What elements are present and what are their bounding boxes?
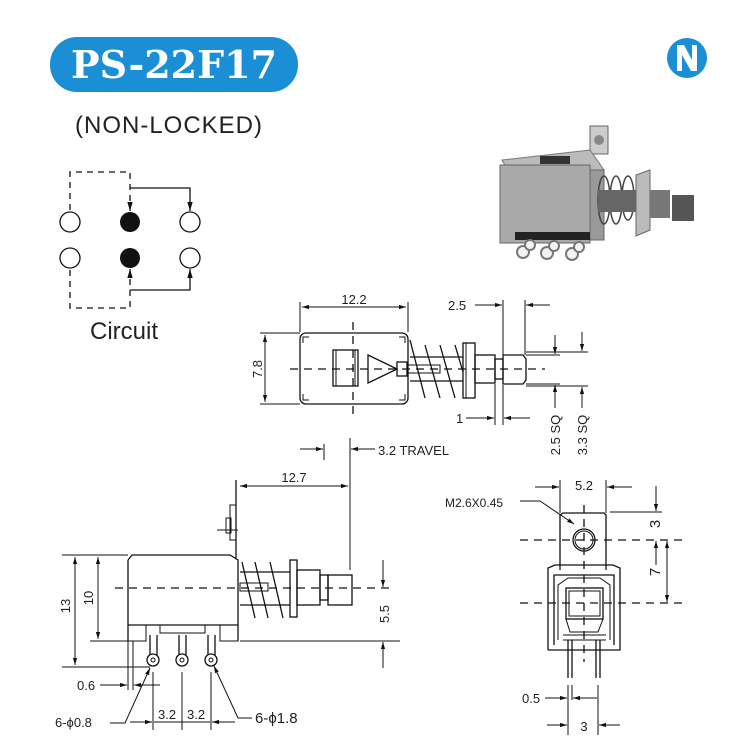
top-view-drawing: 12.2 7.8 2.5 1 2.5 SQ 3.3 SQ 3.2 TRAVEL — [250, 292, 590, 570]
brand-logo-icon — [667, 38, 707, 78]
side-view-drawing: 12.7 13 10 5.5 0.6 3.2 3.2 6-ϕ0.8 6-ϕ1.8 — [55, 470, 400, 730]
model-title: PS-22F17 — [71, 42, 277, 87]
dim-pin-width: 0.5 — [522, 691, 540, 706]
terminal-common-icon — [120, 212, 140, 232]
dim-hole-offset: 3 — [647, 520, 664, 528]
dim-travel: 3.2 TRAVEL — [378, 443, 449, 458]
front-view-drawing: 5.2 M2.6X0.45 3 7 0.5 3 — [445, 478, 686, 735]
dim-pitch-1: 3.2 — [158, 707, 176, 722]
dim-bracket-to-button: 12.7 — [281, 470, 306, 485]
dim-pin-spacing: 3 — [580, 719, 587, 734]
terminal-open-icon — [59, 247, 81, 269]
terminal-common-icon — [120, 248, 140, 268]
subtitle: (NON-LOCKED) — [75, 112, 263, 139]
dim-hole-to-axis: 7 — [647, 568, 664, 576]
dim-pin-hole: 6-ϕ0.8 — [55, 715, 92, 730]
model-title-badge: PS-22F17 — [50, 37, 298, 92]
dim-height-total: 13 — [58, 599, 73, 613]
terminal-open-icon — [59, 211, 81, 233]
product-photo — [499, 125, 694, 261]
terminal-open-icon — [179, 247, 201, 269]
dim-axis-height: 5.5 — [377, 605, 392, 623]
dim-pitch-2: 3.2 — [187, 707, 205, 722]
terminal-pins — [146, 635, 218, 667]
dim-thread: M2.6X0.45 — [445, 496, 503, 510]
dim-body-length: 12.2 — [341, 292, 366, 307]
dim-body-height: 7.8 — [250, 360, 265, 378]
dim-button-length: 2.5 — [448, 298, 466, 313]
circuit-diagram — [59, 171, 201, 309]
dim-button-square-inner: 2.5 SQ — [548, 415, 563, 455]
dim-height-body: 10 — [81, 591, 96, 605]
dim-pin-offset: 0.6 — [77, 678, 95, 693]
dim-eyelet: 6-ϕ1.8 — [255, 710, 298, 727]
terminal-open-icon — [179, 211, 201, 233]
dim-plate-width: 5.2 — [575, 478, 593, 493]
dim-collar-length: 1 — [456, 411, 463, 426]
circuit-label: Circuit — [90, 318, 158, 345]
dim-button-square-outer: 3.3 SQ — [575, 415, 590, 455]
